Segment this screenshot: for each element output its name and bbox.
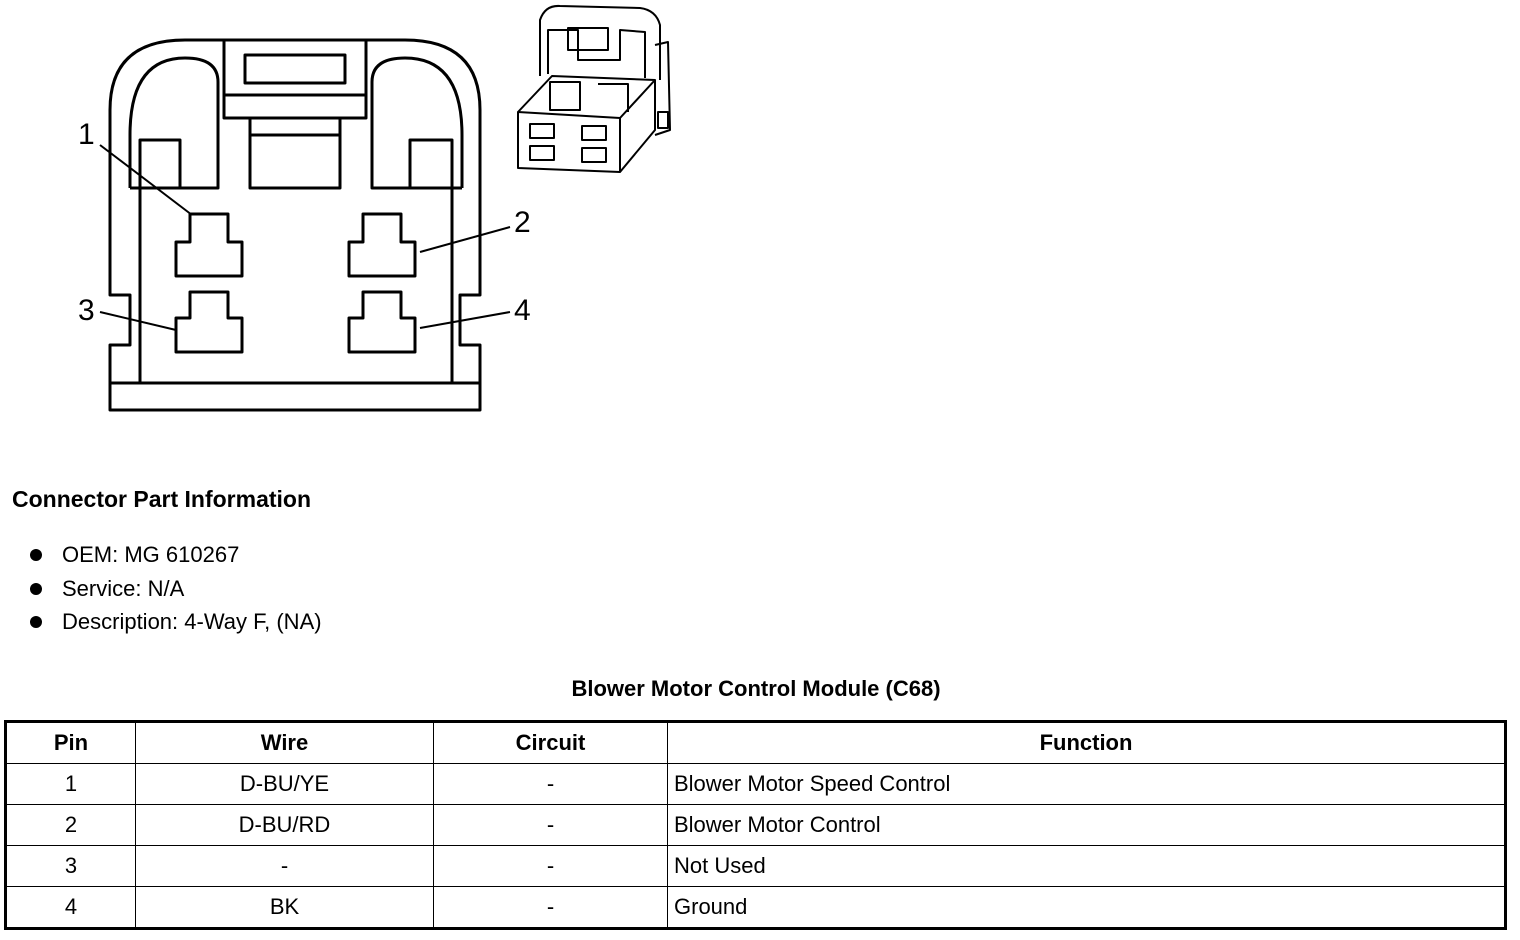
cell-pin: 2 xyxy=(5,804,136,846)
bullet-icon xyxy=(30,582,42,595)
connector-info-heading: Connector Part Information xyxy=(12,486,312,512)
cell-function: Blower Motor Control xyxy=(667,804,1506,846)
inner-cavity xyxy=(138,188,454,385)
callout-1: 1 xyxy=(78,118,95,151)
terminal-cavity-1 xyxy=(174,212,244,278)
cell-circuit: - xyxy=(433,763,668,805)
cell-pin: 4 xyxy=(5,886,136,929)
terminal-cavity-2 xyxy=(347,212,417,278)
cell-pin: 3 xyxy=(5,845,136,887)
table-header-row: Pin Wire Circuit Function xyxy=(5,721,1506,764)
cell-wire: BK xyxy=(135,886,434,929)
header-pin: Pin xyxy=(5,721,136,764)
header-function: Function xyxy=(667,721,1506,764)
table-row: 3 - - Not Used xyxy=(5,845,1506,887)
pinout-table: Pin Wire Circuit Function 1 D-BU/YE - Bl… xyxy=(4,720,1507,930)
list-item: OEM: MG 610267 xyxy=(30,540,322,574)
cell-pin: 1 xyxy=(5,763,136,805)
connector-face-diagram: 1 2 3 4 xyxy=(78,4,671,412)
callout-3: 3 xyxy=(78,294,95,327)
cell-circuit: - xyxy=(433,804,668,846)
cell-circuit: - xyxy=(433,886,668,929)
cell-wire: - xyxy=(135,845,434,887)
header-circuit: Circuit xyxy=(433,721,668,764)
list-item: Description: 4-Way F, (NA) xyxy=(30,607,322,641)
table-row: 4 BK - Ground xyxy=(5,886,1506,929)
connector-info-list: OEM: MG 610267 Service: N/A Description:… xyxy=(30,540,322,641)
cell-function: Blower Motor Speed Control xyxy=(667,763,1506,805)
cell-function: Ground xyxy=(667,886,1506,929)
connector-housing-outline xyxy=(108,38,482,412)
terminal-cavity-3 xyxy=(174,290,244,354)
bullet-icon xyxy=(30,616,42,628)
list-item: Service: N/A xyxy=(30,574,322,608)
cell-wire: D-BU/RD xyxy=(135,804,434,846)
table-row: 2 D-BU/RD - Blower Motor Control xyxy=(5,804,1506,846)
callout-4: 4 xyxy=(514,294,531,327)
left-latch-arm xyxy=(128,56,220,190)
service-info: Service: N/A xyxy=(62,575,185,601)
description-info: Description: 4-Way F, (NA) xyxy=(62,609,322,634)
oem-info: OEM: MG 610267 xyxy=(62,542,240,567)
right-latch-arm xyxy=(370,56,464,190)
cell-wire: D-BU/YE xyxy=(135,763,434,805)
cell-function: Not Used xyxy=(667,845,1506,887)
pinout-table-title: Blower Motor Control Module (C68) xyxy=(571,676,941,701)
cell-circuit: - xyxy=(433,845,668,887)
terminal-cavity-4 xyxy=(347,290,417,354)
callout-2: 2 xyxy=(514,206,531,239)
table-row: 1 D-BU/YE - Blower Motor Speed Control xyxy=(5,763,1506,805)
connector-isometric-view xyxy=(517,4,671,173)
header-wire: Wire xyxy=(135,721,434,764)
bullet-icon xyxy=(30,549,42,561)
